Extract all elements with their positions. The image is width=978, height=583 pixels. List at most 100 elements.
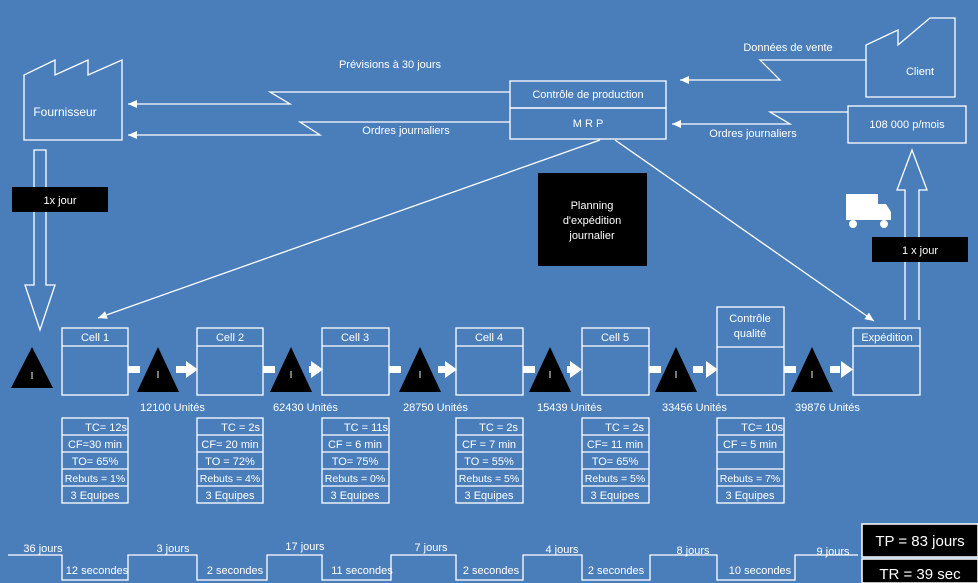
forecast-flow-arrow [128, 91, 510, 108]
changeover-time: CF= 11 min [587, 439, 643, 451]
process-box [196, 327, 264, 396]
changeover-time: CF=30 min [68, 439, 122, 451]
supplier-shipment: 1x jour [12, 149, 108, 333]
process-time-1: 12 secondes [66, 565, 129, 577]
shifts: 3 Equipes [71, 490, 120, 502]
inventory-icon-supplier [11, 347, 53, 388]
changeover-time: CF = 6 min [328, 439, 382, 451]
shifts: 3 Equipes [591, 490, 640, 502]
changeover-time: CF= 20 min [201, 439, 258, 451]
supplier-shipment-arrow [24, 149, 56, 333]
cycle-time: TC = 2s [605, 422, 644, 434]
lead-time-4: 7 jours [414, 542, 448, 554]
push-arrow-2 [263, 361, 323, 378]
shifts: 3 Equipes [726, 490, 775, 502]
inventory-icon-label: I [31, 371, 34, 382]
inventory-qty-6: 39876 Unités [795, 402, 860, 414]
mrp-box [509, 107, 667, 140]
total-lead-time: TP = 83 jours [875, 533, 964, 550]
shifts: 3 Equipes [331, 490, 380, 502]
inventory-quantities: 12100 Unités 62430 Unités 28750 Unités 1… [140, 402, 860, 414]
shipping-schedule: Planning d'expédition journalier [538, 173, 647, 266]
uptime: TO= 65% [72, 456, 119, 468]
scrap-rate: Rebuts = 1% [65, 473, 125, 485]
push-arrow-1 [128, 361, 198, 378]
cycle-time: TC= 12s [85, 422, 127, 434]
process-time-3: 11 secondes [331, 565, 393, 577]
lead-time-1: 36 jours [23, 543, 63, 555]
sales-data-flow-arrow [680, 59, 866, 84]
orders-right-label: Ordres journaliers [709, 128, 797, 140]
total-process-time-box [861, 558, 978, 583]
orders-right-flow-arrow [672, 111, 848, 128]
cycle-time: TC= 10s [741, 422, 783, 434]
inventory-icon-5 [655, 347, 697, 392]
inventory-icon-label: I [549, 370, 552, 381]
inventory-qty-1: 12100 Unités [140, 402, 205, 414]
inventory-icon-label: I [811, 370, 814, 381]
schedule-line1: Planning [571, 200, 614, 212]
supplier-frequency-box [12, 187, 108, 212]
uptime: TO = 55% [464, 456, 514, 468]
process-name: Cell 2 [216, 332, 244, 344]
scrap-rate: Rebuts = 7% [720, 473, 780, 485]
inventory-icon-2 [270, 347, 312, 392]
schedule-line3: journalier [568, 230, 615, 242]
uptime: TO= 75% [332, 456, 379, 468]
cycle-time: TC = 11s [344, 422, 389, 434]
inventory-icon-label: I [157, 370, 160, 381]
push-arrow-3 [389, 361, 457, 378]
inventory-icon-6 [791, 347, 833, 392]
uptime: TO= 65% [592, 456, 639, 468]
data-box-quality: TC= 10s CF = 5 min Rebuts = 7% 3 Equipes [716, 417, 785, 504]
inventory-triangles: I I I I I I I [11, 347, 833, 392]
uptime: TO = 72% [205, 456, 255, 468]
inventory-icon-label: I [675, 370, 678, 381]
data-box-cell5: TC = 2s CF= 11 min TO= 65% Rebuts = 5% 3… [581, 417, 650, 504]
data-box-cell1: TC= 12s CF=30 min TO= 65% Rebuts = 1% 3 … [61, 417, 129, 504]
production-control-title: Contrôle de production [532, 89, 643, 101]
changeover-time: CF = 5 min [723, 439, 777, 451]
process-name: Cell 4 [475, 332, 503, 344]
process-box [61, 327, 129, 396]
data-box-cell4: TC = 2s CF = 7 min TO = 55% Rebuts = 5% … [455, 417, 524, 504]
client-shipment: 1 x jour [846, 148, 968, 320]
changeover-time: CF = 7 min [462, 439, 516, 451]
process-time-5: 2 secondes [588, 565, 645, 577]
inventory-icon-label: I [290, 370, 293, 381]
scrap-rate: Rebuts = 5% [585, 473, 645, 485]
total-process-time: TR = 39 sec [879, 566, 961, 583]
process-box [716, 306, 785, 396]
process-name: Cell 5 [601, 332, 629, 344]
process-time-6: 10 secondes [729, 565, 792, 577]
process-cell1: Cell 1 [61, 327, 129, 396]
shifts: 3 Equipes [465, 490, 514, 502]
lead-time-7: 9 jours [816, 546, 850, 558]
scrap-rate: Rebuts = 5% [459, 473, 519, 485]
process-cell5: Cell 5 [581, 327, 650, 396]
lead-time-6: 8 jours [676, 545, 710, 557]
sales-data-label: Données de vente [743, 42, 832, 54]
process-time-2: 2 secondes [207, 565, 264, 577]
client-factory: Client 108 000 p/mois [847, 17, 967, 144]
lead-time-5: 4 jours [545, 544, 579, 556]
lead-time-2: 3 jours [156, 543, 190, 555]
inventory-qty-4: 15439 Unités [537, 402, 602, 414]
info-flows: Prévisions à 30 jours Ordres journaliers… [97, 42, 875, 322]
orders-left-flow-arrow [128, 121, 510, 139]
timeline-line [8, 554, 858, 581]
supplier-label: Fournisseur [33, 105, 96, 119]
inventory-icon-3 [399, 347, 441, 392]
client-demand: 108 000 p/mois [869, 119, 945, 131]
process-box [852, 327, 921, 396]
process-shipping: Expédition [852, 327, 921, 396]
supplier-factory-icon [23, 58, 123, 141]
timeline: 36 jours 3 jours 17 jours 7 jours 4 jour… [8, 541, 858, 581]
supplier-frequency: 1x jour [43, 195, 76, 207]
process-cell4: Cell 4 [455, 327, 524, 396]
client-shipment-arrow [896, 148, 928, 320]
process-name: Expédition [861, 332, 912, 344]
cycle-time: TC = 2s [221, 422, 260, 434]
scrap-rate: Rebuts = 4% [200, 473, 260, 485]
